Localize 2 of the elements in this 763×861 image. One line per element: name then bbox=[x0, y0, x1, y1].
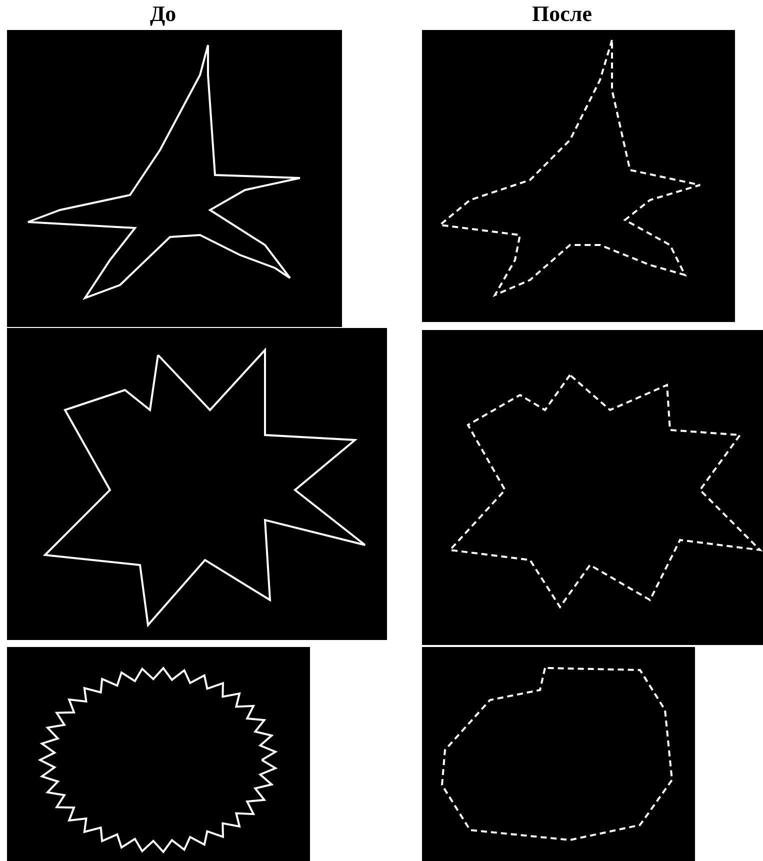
column-heading: После bbox=[532, 0, 592, 28]
column-heading: До bbox=[150, 0, 176, 28]
